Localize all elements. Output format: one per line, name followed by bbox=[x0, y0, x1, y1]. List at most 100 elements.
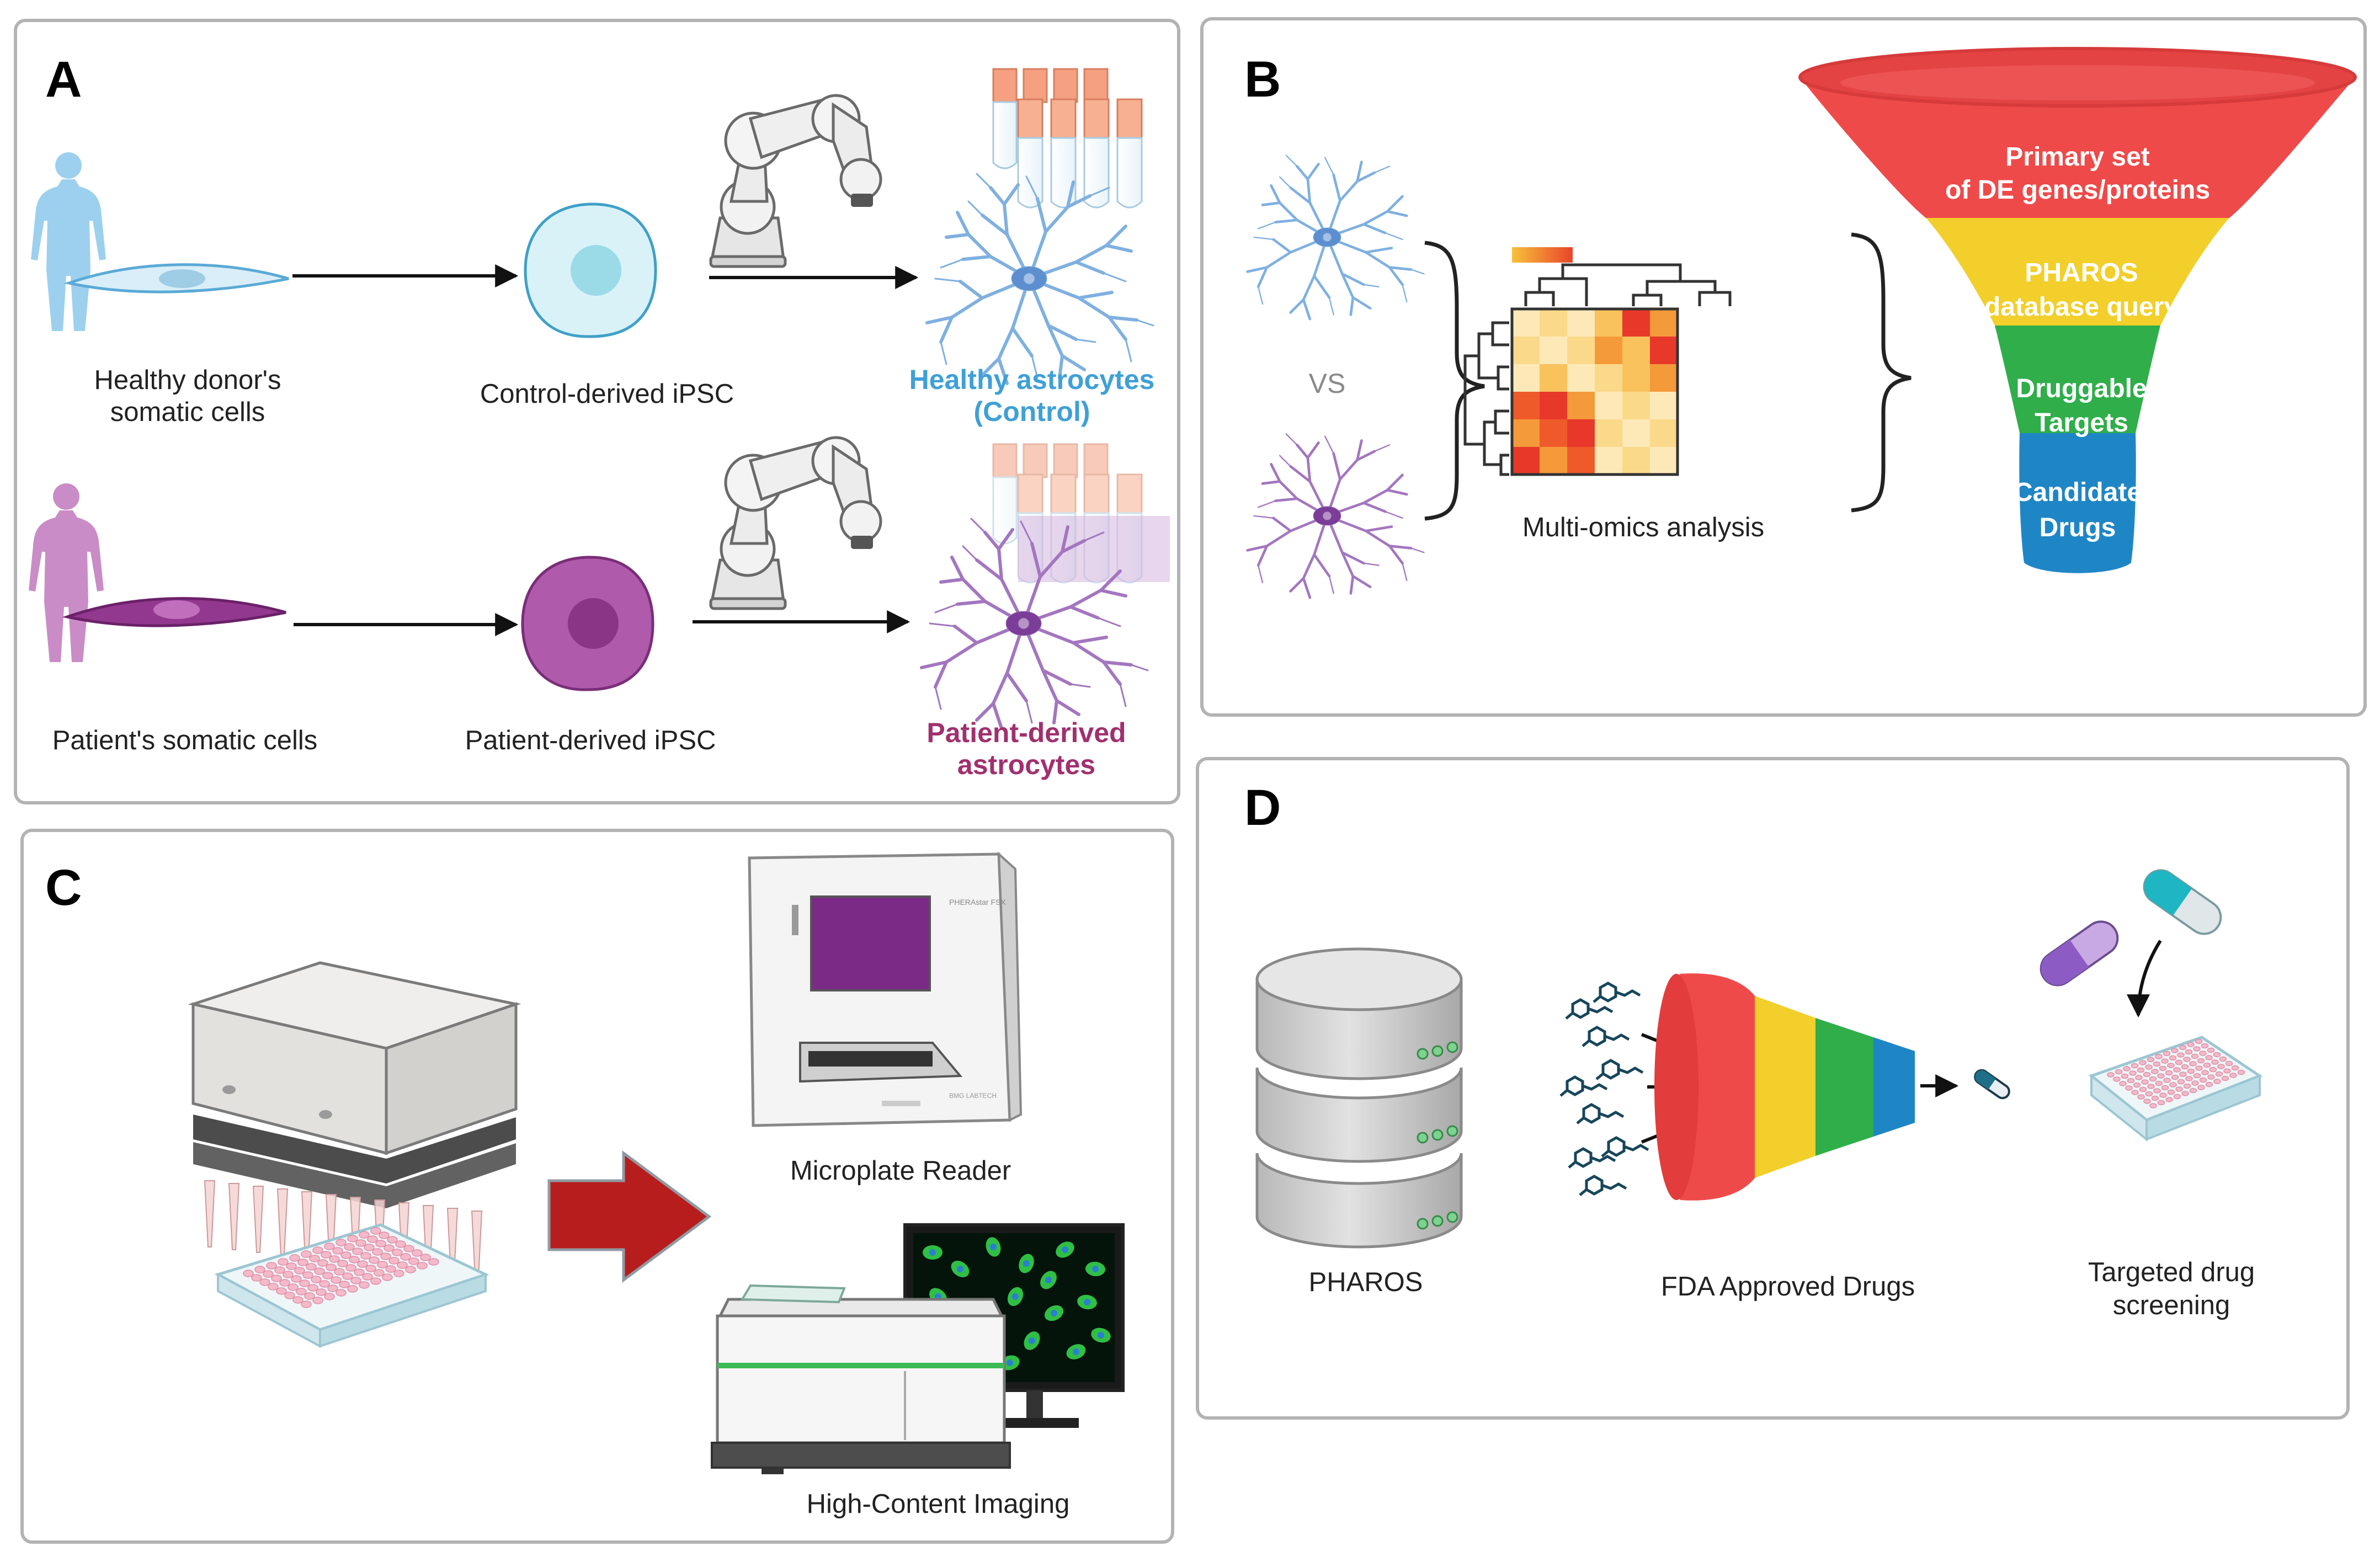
heatmap-dendrogram-left bbox=[1463, 321, 1509, 476]
plate-well bbox=[266, 1262, 277, 1270]
plate-well bbox=[2229, 1073, 2237, 1078]
heatmap-cell bbox=[1650, 392, 1678, 419]
funnel-rim-inner bbox=[1840, 65, 2315, 100]
plate-well bbox=[2219, 1056, 2227, 1062]
plate-well bbox=[380, 1252, 391, 1260]
plate-well bbox=[307, 1284, 318, 1292]
plate-well bbox=[385, 1265, 396, 1273]
plate-well bbox=[299, 1279, 310, 1287]
plate-well bbox=[2183, 1083, 2191, 1089]
imaged-nucleus bbox=[1012, 1293, 1019, 1300]
plate-well bbox=[2185, 1049, 2193, 1055]
panel-a-letter: A bbox=[45, 51, 82, 108]
plate-well bbox=[2143, 1099, 2151, 1104]
svg-text:BMG LABTECH: BMG LABTECH bbox=[949, 1092, 997, 1100]
plate-well bbox=[2133, 1082, 2141, 1088]
plate-well bbox=[350, 1277, 361, 1284]
plate-well bbox=[2237, 1069, 2245, 1075]
plate-well bbox=[2175, 1086, 2183, 1092]
plate-well bbox=[2175, 1059, 2183, 1065]
plate-well bbox=[336, 1239, 347, 1246]
plate-well bbox=[2191, 1053, 2199, 1059]
plate-well bbox=[302, 1271, 313, 1279]
purple-capsule-icon bbox=[2040, 920, 2119, 987]
funnel-layer-1 bbox=[1800, 77, 2355, 218]
heatmap-cell bbox=[1650, 309, 1678, 337]
heatmap-cell bbox=[1512, 392, 1540, 419]
imaged-nucleus bbox=[1073, 1348, 1079, 1355]
plate-well bbox=[312, 1297, 323, 1304]
plate-well bbox=[254, 1266, 265, 1273]
heatmap-cell bbox=[1540, 447, 1567, 474]
heatmap-cell bbox=[1622, 337, 1650, 364]
plate-well bbox=[382, 1273, 393, 1281]
plate-well bbox=[420, 1254, 431, 1261]
plate-well bbox=[274, 1266, 285, 1274]
heatmap-cell bbox=[1567, 392, 1595, 419]
plate-well bbox=[384, 1244, 395, 1252]
plate-well bbox=[392, 1249, 403, 1256]
patient-tube-tint bbox=[1018, 516, 1170, 582]
horizontal-funnel-icon bbox=[1654, 973, 1915, 1201]
plate-well bbox=[2131, 1090, 2139, 1095]
heatmap-cell bbox=[1567, 419, 1595, 447]
plate-well bbox=[2157, 1100, 2165, 1106]
heatmap-cell bbox=[1512, 309, 1540, 337]
plate-well bbox=[2171, 1074, 2179, 1080]
plate-well bbox=[359, 1231, 370, 1239]
plate-well bbox=[2159, 1065, 2167, 1071]
plate-well bbox=[2165, 1070, 2173, 1076]
plate-well bbox=[2139, 1060, 2147, 1065]
plate-well bbox=[428, 1258, 439, 1266]
plate-well bbox=[2107, 1072, 2115, 1078]
plate-well bbox=[2215, 1071, 2223, 1077]
plate-well bbox=[331, 1276, 342, 1284]
plate-well bbox=[377, 1261, 388, 1268]
plate-well bbox=[2169, 1082, 2177, 1087]
plate-well bbox=[292, 1296, 304, 1304]
plate-well bbox=[2223, 1068, 2231, 1074]
plate-well bbox=[2157, 1073, 2165, 1079]
plate-well bbox=[271, 1275, 282, 1282]
plate-well bbox=[347, 1285, 358, 1293]
plate-well bbox=[2155, 1080, 2163, 1086]
plate-well bbox=[259, 1278, 270, 1286]
plate-well bbox=[2199, 1051, 2207, 1056]
right-brace bbox=[1851, 232, 1912, 513]
plate-well bbox=[301, 1250, 312, 1258]
plate-well bbox=[2171, 1048, 2179, 1053]
database-icon bbox=[1255, 947, 1463, 1249]
plate-well bbox=[2129, 1070, 2137, 1076]
plate-well bbox=[2163, 1051, 2171, 1057]
plate-well bbox=[314, 1267, 325, 1275]
plate-well bbox=[291, 1275, 302, 1283]
plate-well bbox=[2145, 1091, 2153, 1097]
arrow-d5 bbox=[2127, 940, 2162, 1018]
plate-well bbox=[2187, 1068, 2195, 1074]
plate-well bbox=[2151, 1069, 2159, 1074]
plate-well bbox=[2199, 1077, 2207, 1083]
funnel-layer-2 bbox=[1926, 218, 2229, 326]
plate-well bbox=[2181, 1091, 2189, 1096]
imaged-nucleus bbox=[1062, 1246, 1068, 1253]
plate-well bbox=[360, 1252, 371, 1260]
plate-well bbox=[400, 1253, 411, 1261]
well-plate-icon bbox=[214, 1223, 489, 1348]
plate-well bbox=[311, 1276, 322, 1283]
heatmap-cell bbox=[1650, 419, 1678, 447]
patient-ipsc-nucleus bbox=[568, 598, 619, 649]
plate-well bbox=[388, 1257, 400, 1265]
imaged-nucleus bbox=[1098, 1332, 1104, 1339]
plate-well bbox=[2131, 1063, 2139, 1069]
plate-well bbox=[317, 1259, 328, 1267]
plate-well bbox=[362, 1273, 373, 1281]
plate-well bbox=[2201, 1043, 2209, 1049]
plate-well bbox=[2205, 1081, 2213, 1087]
plate-well bbox=[322, 1272, 333, 1279]
plate-well bbox=[364, 1244, 375, 1251]
plate-well bbox=[2197, 1058, 2205, 1064]
plate-well bbox=[2161, 1058, 2169, 1064]
heatmap-cell bbox=[1650, 337, 1678, 364]
